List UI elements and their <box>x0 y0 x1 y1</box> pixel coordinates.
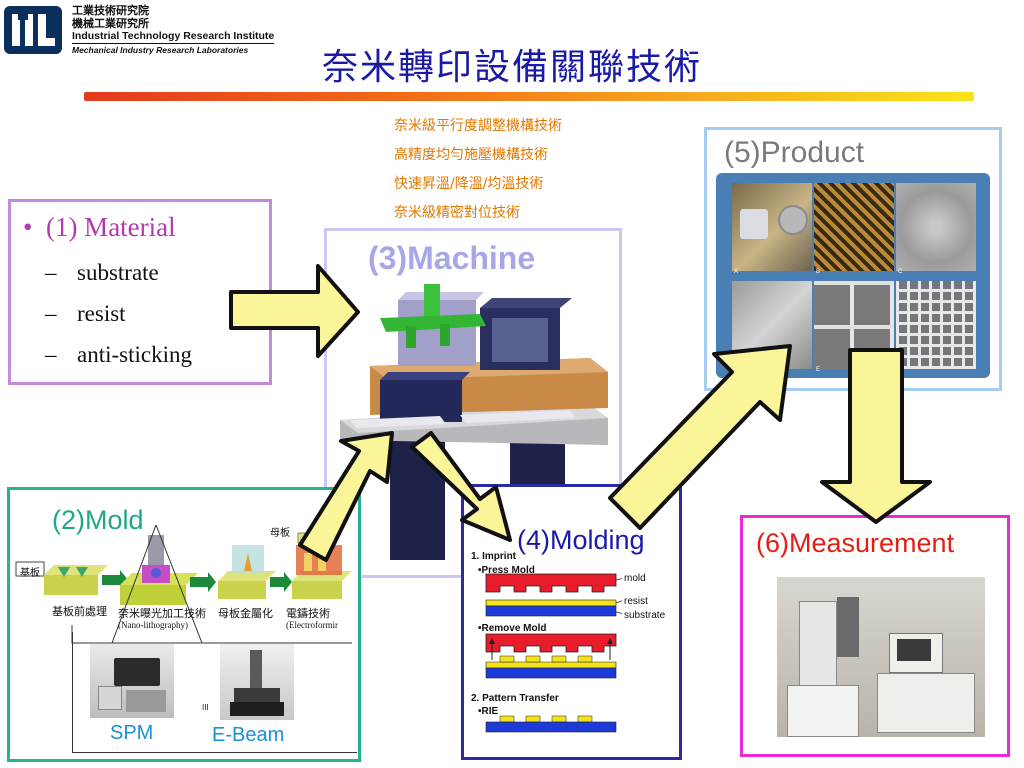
mold-step-1: 基板前處理 <box>52 605 107 618</box>
org-sub-en: Mechanical Industry Research Laboratorie… <box>72 45 249 55</box>
product-sample-a <box>732 183 812 271</box>
org-name-en: Industrial Technology Research Institute <box>72 30 275 44</box>
mold-step-2-en: (Nano-lithography) <box>118 620 188 630</box>
material-item-substrate: substrate <box>77 260 159 285</box>
arrow-machine-to-molding <box>410 431 512 542</box>
mold-step-4-en: (Electroformir <box>286 620 338 630</box>
itri-logo <box>4 6 62 54</box>
spm-label: SPM <box>110 722 154 744</box>
arrow-molding-to-product <box>608 344 792 530</box>
product-sample-b <box>814 183 894 271</box>
rie-step: •RIE <box>478 706 499 717</box>
measurement-label: (6)Measurement <box>756 528 955 558</box>
substrate-tag: 基板 <box>20 568 40 579</box>
material-box: • (1) Material – substrate – resist – an… <box>8 199 272 385</box>
molding-label: (4)Molding <box>517 525 645 555</box>
panel-label-a: A <box>734 269 739 275</box>
dash: – <box>45 342 57 367</box>
org-name-zh: 工業技術研究院 <box>72 4 149 17</box>
material-item-anti-sticking: anti-sticking <box>77 342 192 367</box>
product-sample-c <box>896 183 976 271</box>
measurement-photo <box>777 577 985 737</box>
imprint-step: 1. Imprint <box>471 551 517 562</box>
panel-label-e: E <box>816 367 821 373</box>
panel-label-c: C <box>898 269 903 275</box>
tech-item: 奈米級精密對位技術 <box>394 205 520 221</box>
mold-layer-label: mold <box>624 573 646 584</box>
ebeam-mark: lll <box>202 703 209 712</box>
tech-item: 高精度均勻施壓機構技術 <box>394 147 548 163</box>
machine-label: (3)Machine <box>368 240 536 276</box>
panel-label-b: B <box>816 269 821 275</box>
dash: – <box>45 260 57 285</box>
mother-board-tag: 母板 <box>270 528 290 539</box>
product-sample-f <box>896 281 976 369</box>
resist-layer-label: resist <box>624 596 648 607</box>
press-mold-step: •Press Mold <box>478 565 535 576</box>
product-image-panel: A B C D E F <box>716 173 990 378</box>
material-item-resist: resist <box>77 301 126 326</box>
arrow-mold-to-machine <box>298 431 394 562</box>
arrow-product-to-measurement <box>820 348 932 524</box>
slide-title: 奈米轉印設備關聯技術 <box>322 47 703 88</box>
mold-step-4: 電鑄技術 <box>286 607 330 620</box>
mold-step-3: 母板金屬化 <box>218 607 273 620</box>
organization-block: 工業技術研究院 機械工業研究所 Industrial Technology Re… <box>72 4 275 57</box>
arrow-material-to-machine <box>229 264 360 358</box>
molding-process-diagram <box>485 573 622 733</box>
ebeam-label: E-Beam <box>212 724 285 746</box>
tech-item: 快速昇溫/降溫/均溫技術 <box>394 176 544 192</box>
spm-photo <box>90 644 174 718</box>
tech-list: 奈米級平行度調整機構技術 高精度均勻施壓機構技術 快速昇溫/降溫/均溫技術 奈米… <box>394 112 562 228</box>
org-sub-zh: 機械工業研究所 <box>72 17 149 30</box>
substrate-layer-label: substrate <box>624 610 666 621</box>
tech-item: 奈米級平行度調整機構技術 <box>394 118 562 134</box>
remove-mold-step: •Remove Mold <box>478 623 547 634</box>
pattern-transfer-step: 2. Pattern Transfer <box>471 693 559 704</box>
mold-step-2: 奈米曝光加工技術 <box>118 607 206 620</box>
title-divider <box>84 92 974 101</box>
mold-label: (2)Mold <box>52 505 144 535</box>
product-label: (5)Product <box>724 136 865 169</box>
ebeam-photo <box>220 644 294 720</box>
tool-photo-frame <box>72 632 357 753</box>
dash: – <box>45 301 57 326</box>
material-heading: • (1) Material <box>23 212 176 242</box>
